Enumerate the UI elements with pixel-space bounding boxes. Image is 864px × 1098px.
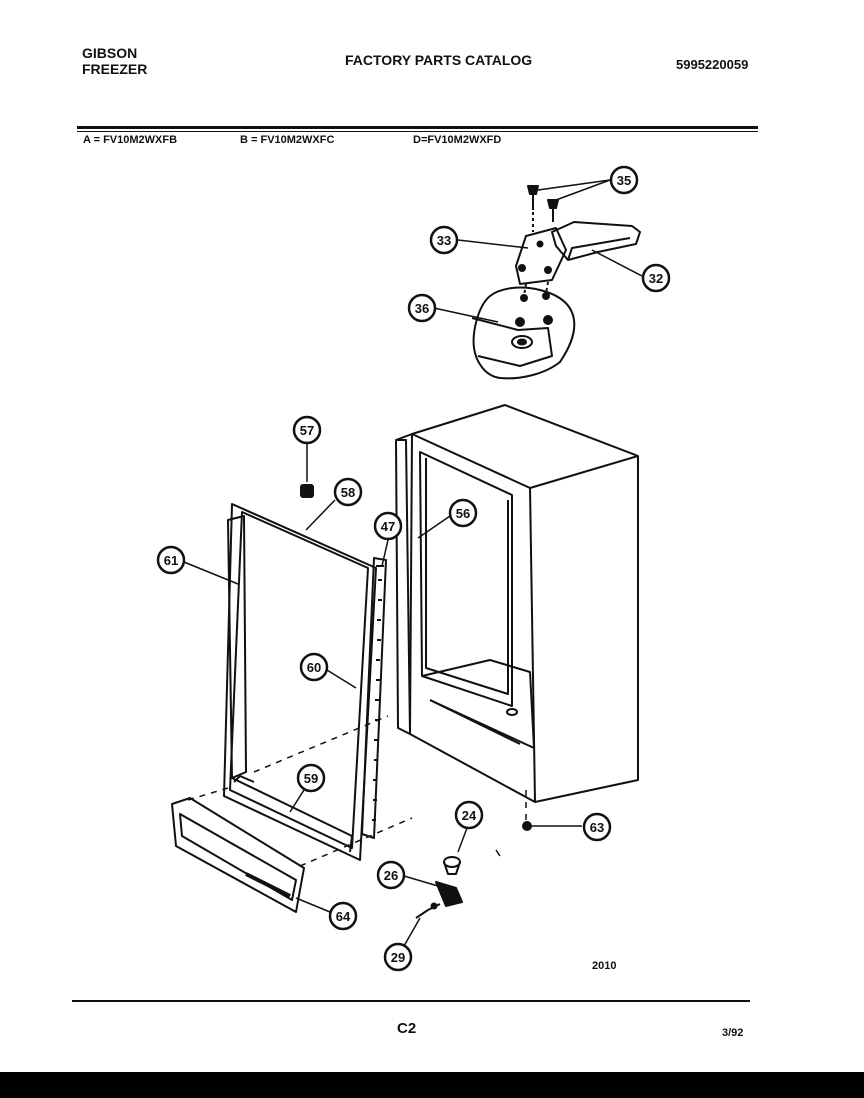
svg-text:24: 24 (462, 808, 477, 823)
svg-text:64: 64 (336, 909, 351, 924)
svg-text:57: 57 (300, 423, 314, 438)
svg-text:58: 58 (341, 485, 355, 500)
callouts: 35 33 32 36 57 (156, 165, 671, 972)
svg-text:56: 56 (456, 506, 470, 521)
callout-63: 63 (582, 812, 612, 842)
svg-text:36: 36 (415, 301, 429, 316)
callout-33: 33 (429, 225, 459, 255)
page-title: FACTORY PARTS CATALOG (345, 52, 533, 68)
callout-29: 29 (383, 942, 413, 972)
svg-text:26: 26 (384, 868, 398, 883)
product-type: FREEZER (82, 61, 148, 77)
freezer-cabinet (395, 404, 639, 803)
dashed-guides (187, 715, 527, 867)
callout-56: 56 (448, 498, 478, 528)
svg-text:60: 60 (307, 660, 321, 675)
callout-24: 24 (454, 800, 484, 830)
callout-36: 36 (407, 293, 437, 323)
svg-text:32: 32 (649, 271, 663, 286)
callout-57: 57 (292, 415, 322, 445)
callout-59: 59 (296, 763, 326, 793)
hinge-cover (551, 221, 641, 261)
callout-61: 61 (156, 545, 186, 575)
diagram-code: 2010 (592, 960, 617, 972)
callout-64: 64 (328, 901, 358, 931)
svg-text:33: 33 (437, 233, 451, 248)
model-d: D=FV10M2WXFD (413, 134, 502, 146)
model-a: A = FV10M2WXFB (83, 134, 178, 146)
brand-block: GIBSON FREEZER (82, 45, 147, 77)
svg-text:59: 59 (304, 771, 318, 786)
header-rule (77, 126, 758, 129)
callout-35: 35 (609, 165, 639, 195)
brand-name: GIBSON (82, 45, 138, 61)
callout-58: 58 (333, 477, 363, 507)
header-rule-thin (77, 131, 758, 132)
hinge-bracket (515, 227, 567, 297)
callout-47: 47 (373, 511, 403, 541)
callout-32: 32 (641, 263, 671, 293)
catalog-number: 5995220059 (676, 57, 749, 72)
callout-60: 60 (299, 652, 329, 682)
svg-text:29: 29 (391, 950, 405, 965)
svg-text:47: 47 (381, 519, 395, 534)
hinge-screws (527, 185, 559, 232)
footer-rule (72, 1000, 750, 1002)
leader-lines (183, 179, 643, 947)
door-gasket (223, 503, 377, 861)
base-grille (171, 797, 305, 913)
compressor-assembly (471, 286, 576, 380)
svg-text:63: 63 (590, 820, 604, 835)
callout-26: 26 (376, 860, 406, 890)
revision-date: 3/92 (722, 1027, 744, 1039)
page-number: C2 (397, 1020, 417, 1037)
door-liner (227, 515, 353, 853)
svg-text:35: 35 (617, 173, 631, 188)
leveling-leg (522, 821, 532, 831)
model-b: B = FV10M2WXFC (240, 134, 335, 146)
door-plug (300, 484, 314, 498)
roller-assembly (415, 849, 501, 919)
exploded-parts-diagram: 35 33 32 36 57 (156, 165, 671, 972)
svg-text:61: 61 (164, 553, 178, 568)
catalog-page: GIBSON FREEZER FACTORY PARTS CATALOG 599… (0, 0, 864, 1072)
